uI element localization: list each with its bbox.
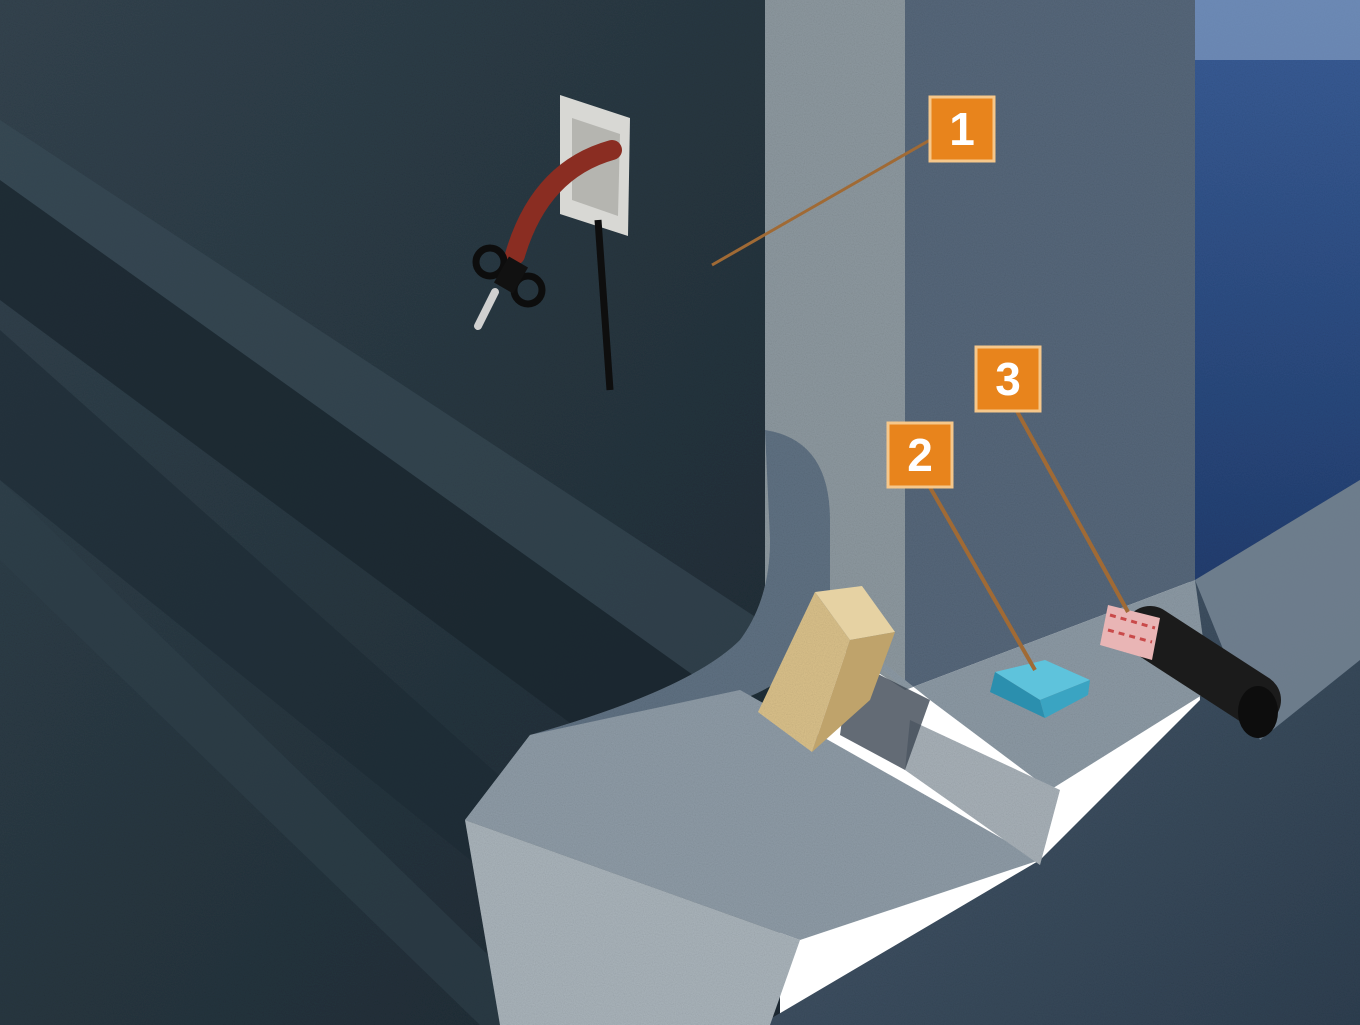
- callout-3: 3: [976, 347, 1040, 411]
- callout-3-label: 3: [995, 353, 1021, 405]
- water-surface-highlight: [1190, 0, 1360, 60]
- hose-end: [1238, 686, 1278, 738]
- callout-2-label: 2: [907, 429, 933, 481]
- callout-2: 2: [888, 423, 952, 487]
- callout-1-label: 1: [949, 103, 975, 155]
- callout-1: 1: [930, 97, 994, 161]
